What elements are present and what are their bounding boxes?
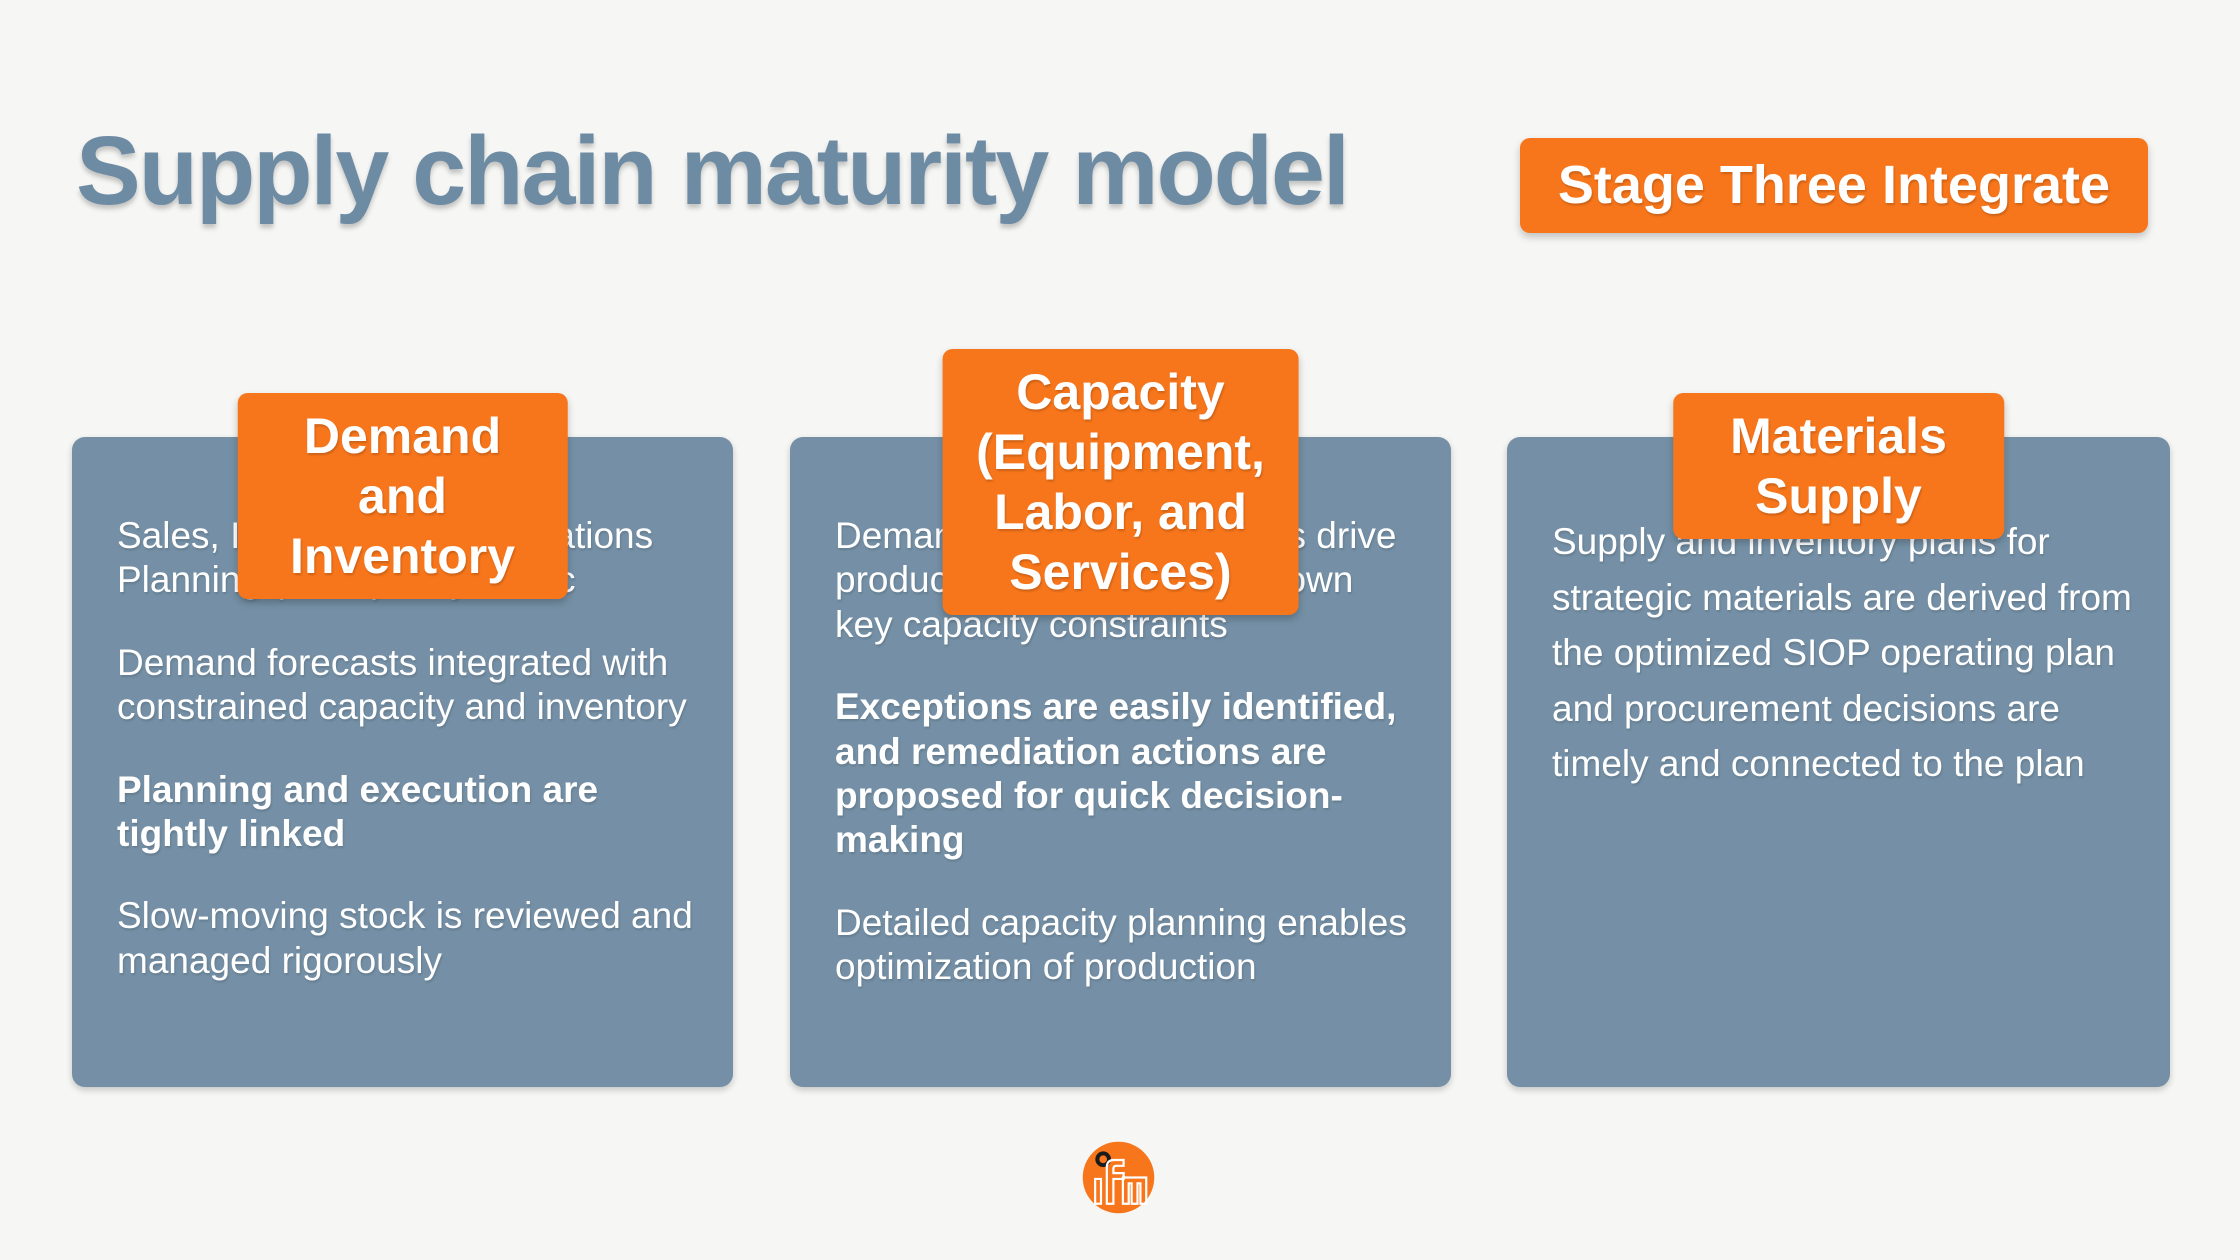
card-paragraph: Planning and execution are tightly linke… (117, 768, 599, 854)
card-paragraph: Demand forecasts integrated with constra… (117, 641, 687, 728)
card-paragraph: Detailed capacity planning enables optim… (835, 901, 1407, 988)
column-header-badge: Capacity (Equipment, Labor, and Services… (942, 349, 1299, 615)
column-header-badge: Demand and Inventory (237, 393, 568, 599)
stage-badge: Stage Three Integrate (1519, 138, 2148, 233)
card-paragraph: Supply and inventory plans for strategic… (1552, 521, 2132, 784)
column-card-demand-and-inventory: Demand and Inventory Sales, Inventory, a… (72, 393, 733, 1087)
ifm-logo-icon (1082, 1141, 1155, 1214)
card-paragraph: Exceptions are easily identified, and re… (835, 686, 1397, 861)
column-header-badge: Materials Supply (1672, 393, 2005, 539)
column-body: Supply and inventory plans for strategic… (1507, 437, 2170, 792)
card-paragraph: Slow-moving stock is reviewed and manage… (117, 895, 693, 981)
page-title: Supply chain maturity model (76, 116, 1350, 225)
ifm-logo (1082, 1141, 1155, 1214)
column-card-capacity: Capacity (Equipment, Labor, and Services… (790, 349, 1451, 1087)
column-card-materials-supply: Materials Supply Supply and inventory pl… (1507, 393, 2170, 1087)
